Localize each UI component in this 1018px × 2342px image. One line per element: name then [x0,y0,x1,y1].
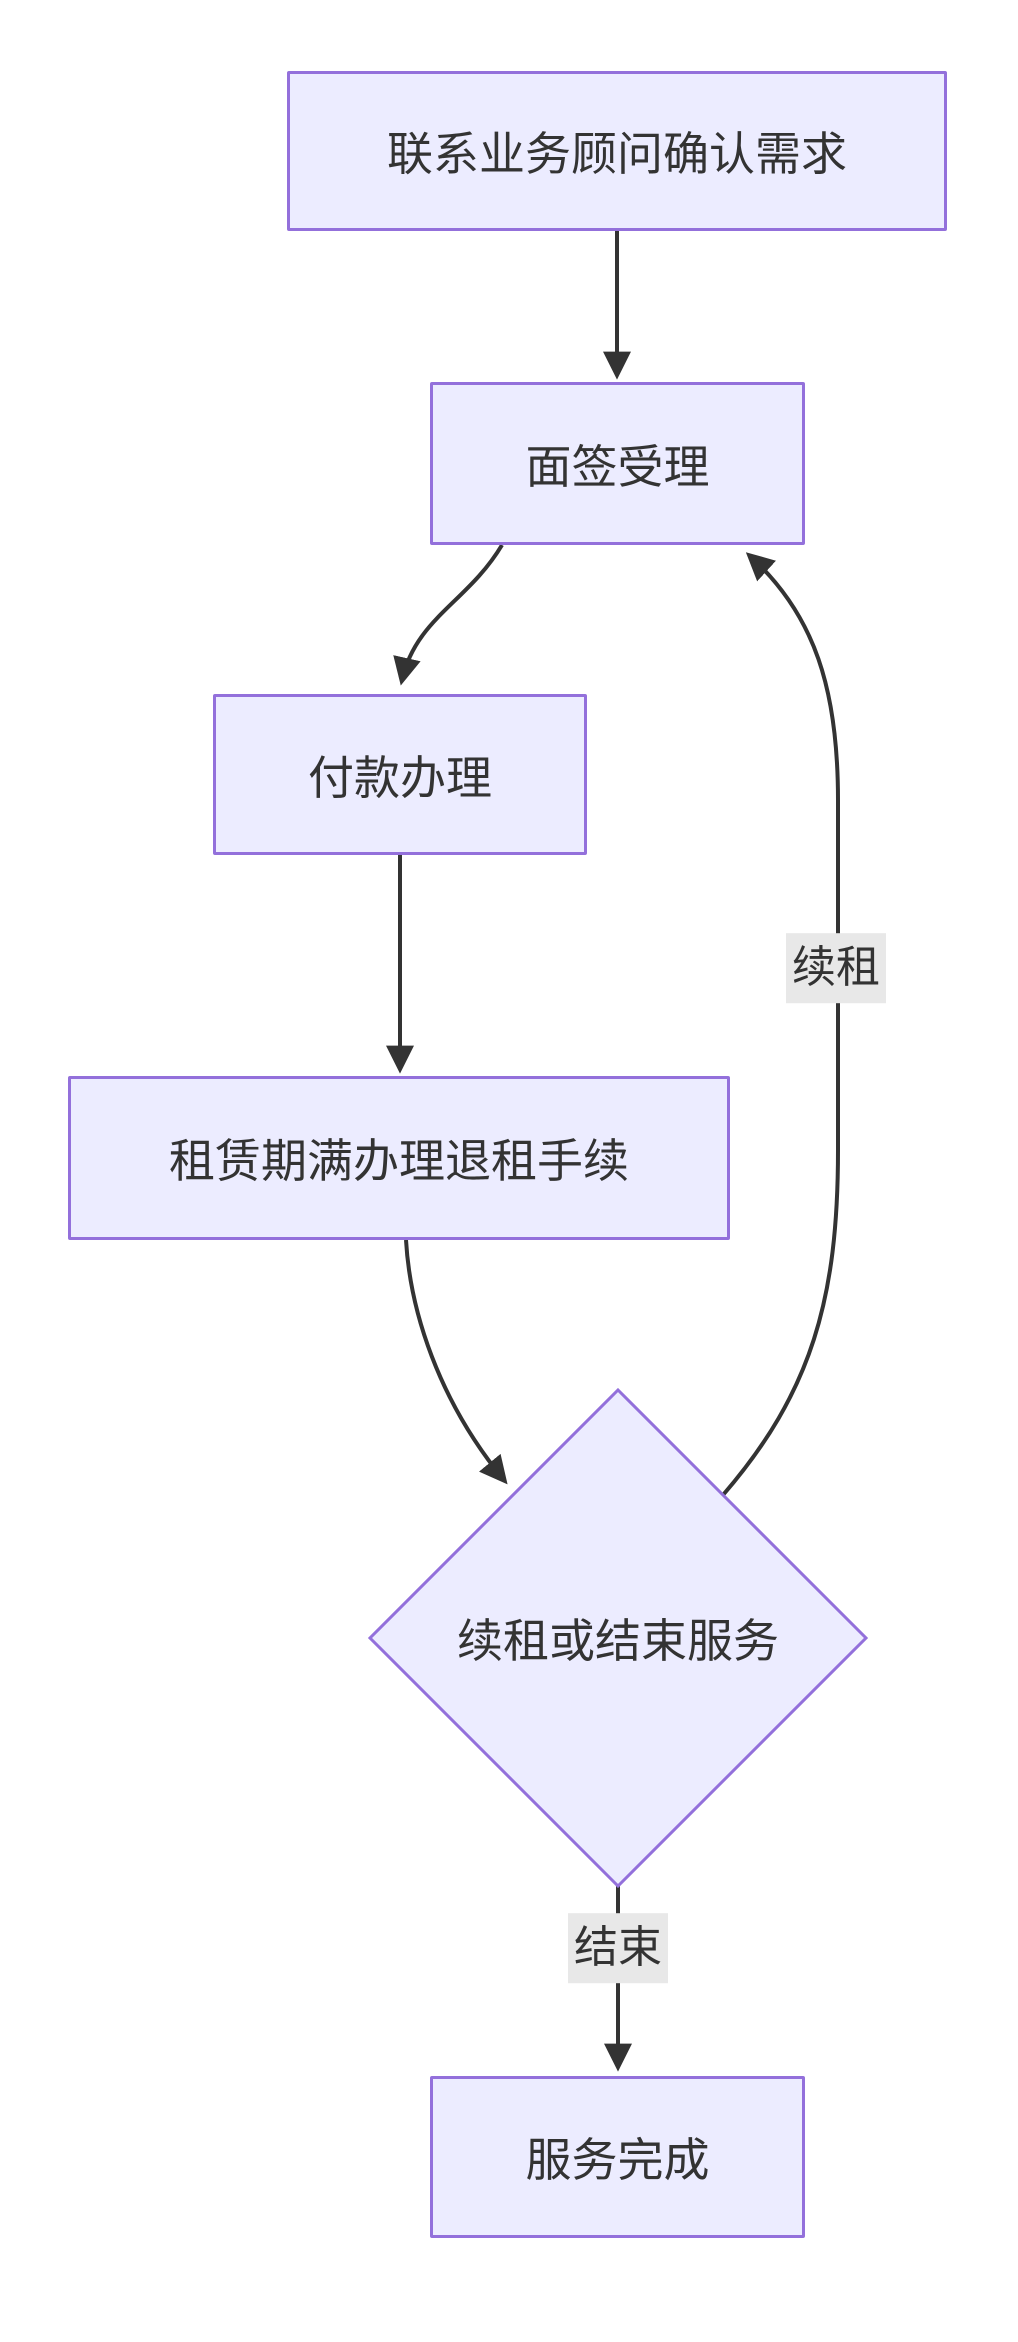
edge-label-end: 结束 [568,1913,668,1983]
node-decision-renew-or-end: 续租或结束服务 [457,1615,779,1667]
node-service-complete: 服务完成 [430,2076,805,2238]
node-payment-processing: 付款办理 [213,694,587,855]
edge-decision-to-interview-renew [721,552,840,1497]
edge-lease-expiry-to-decision [404,1239,508,1485]
decision-diamond-shape [367,1387,869,1889]
node-interview-acceptance: 面签受理 [430,382,805,545]
node-contact-consultant: 联系业务顾问确认需求 [287,71,947,231]
edge-interview-to-payment [393,543,504,686]
node-lease-expiry-return: 租赁期满办理退租手续 [68,1076,730,1240]
edge-label-renew: 续租 [786,933,886,1003]
